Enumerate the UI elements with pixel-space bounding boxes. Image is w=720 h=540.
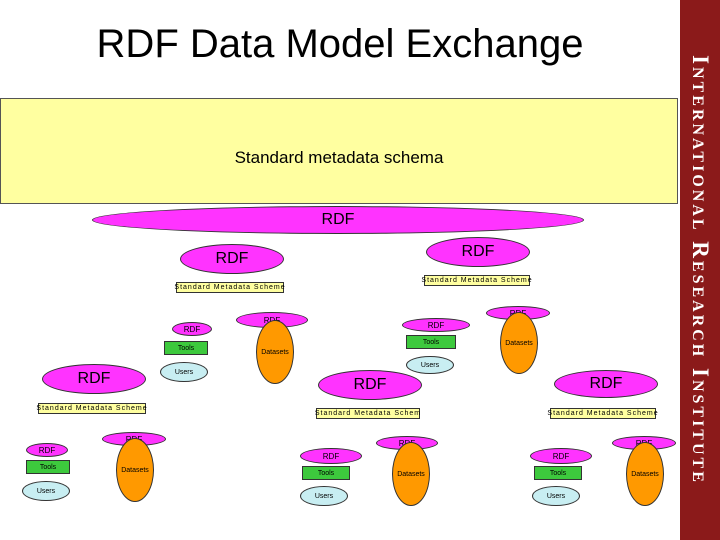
scheme-level2-left-label: Standard Metadata Scheme <box>174 284 286 291</box>
rdf-level4-right: RDF <box>554 370 658 398</box>
scheme-level2-right: Standard Metadata Scheme <box>421 275 533 286</box>
scheme-level4-right-label: Standard Metadata Scheme <box>547 410 659 417</box>
scheme-level4-left: Standard Metadata Scheme <box>36 403 148 414</box>
datasets-group-a-label: Datasets <box>261 348 289 356</box>
tools-group-a-label: Tools <box>177 344 195 352</box>
scheme-level2-right-label: Standard Metadata Scheme <box>421 277 533 284</box>
datasets-group-d-label: Datasets <box>397 470 425 478</box>
rdf-root: RDF <box>92 206 584 234</box>
rdf-level2-right-label: RDF <box>461 243 495 260</box>
datasets-group-b-label: Datasets <box>505 339 533 347</box>
tools-group-d: Tools <box>302 466 350 480</box>
datasets-group-b: Datasets <box>500 312 538 374</box>
rdf-level4-right-label: RDF <box>589 375 623 392</box>
users-group-d: Users <box>300 486 348 506</box>
rdf-group-e: RDF <box>530 448 592 464</box>
rdf-group-c: RDF <box>26 443 68 457</box>
tools-group-c: Tools <box>26 460 70 474</box>
scheme-level4-middle: Standard Metadata Schem <box>314 408 422 419</box>
users-group-d-label: Users <box>314 492 334 500</box>
tools-group-b: Tools <box>406 335 456 349</box>
datasets-group-c: Datasets <box>116 438 154 502</box>
users-group-b-label: Users <box>420 361 440 369</box>
users-group-c-label: Users <box>36 487 56 495</box>
rdf-level4-left-label: RDF <box>77 370 111 387</box>
users-group-c: Users <box>22 481 70 501</box>
institute-sidebar <box>680 0 720 540</box>
users-group-e: Users <box>532 486 580 506</box>
datasets-group-c-label: Datasets <box>121 466 149 474</box>
scheme-level4-right: Standard Metadata Scheme <box>547 408 659 419</box>
rdf-level4-left: RDF <box>42 364 146 394</box>
datasets-group-a: Datasets <box>256 320 294 384</box>
scheme-level4-left-label: Standard Metadata Scheme <box>36 405 148 412</box>
tools-group-c-label: Tools <box>39 463 57 471</box>
datasets-group-d: Datasets <box>392 442 430 506</box>
rdf-group-d-label: RDF <box>322 451 340 461</box>
users-group-e-label: Users <box>546 492 566 500</box>
rdf-level2-left: RDF <box>180 244 284 274</box>
datasets-group-e: Datasets <box>626 442 664 506</box>
rdf-group-a-label: RDF <box>183 324 201 334</box>
tools-group-e: Tools <box>534 466 582 480</box>
rdf-group-a: RDF <box>172 322 212 336</box>
rdf-group-b: RDF <box>402 318 470 332</box>
rdf-group-e-label: RDF <box>552 451 570 461</box>
users-group-b: Users <box>406 356 454 374</box>
rdf-level2-right: RDF <box>426 237 530 267</box>
page-title: RDF Data Model Exchange <box>96 22 584 66</box>
rdf-root-label: RDF <box>321 211 355 228</box>
tools-group-d-label: Tools <box>317 469 335 477</box>
metadata-schema-band: Standard metadata schema <box>0 98 678 204</box>
scheme-level2-left: Standard Metadata Scheme <box>174 282 286 293</box>
metadata-schema-label: Standard metadata schema <box>234 148 444 167</box>
datasets-group-e-label: Datasets <box>631 470 659 478</box>
rdf-level2-left-label: RDF <box>215 250 249 267</box>
rdf-group-b-label: RDF <box>427 320 445 330</box>
rdf-group-d: RDF <box>300 448 362 464</box>
scheme-level4-middle-label: Standard Metadata Schem <box>314 410 422 417</box>
rdf-level4-middle-label: RDF <box>353 376 387 393</box>
tools-group-a: Tools <box>164 341 208 355</box>
tools-group-b-label: Tools <box>422 338 440 346</box>
rdf-group-c-label: RDF <box>38 445 56 455</box>
users-group-a: Users <box>160 362 208 382</box>
users-group-a-label: Users <box>174 368 194 376</box>
institute-name: International Research Institute <box>688 55 713 485</box>
tools-group-e-label: Tools <box>549 469 567 477</box>
rdf-level4-middle: RDF <box>318 370 422 400</box>
